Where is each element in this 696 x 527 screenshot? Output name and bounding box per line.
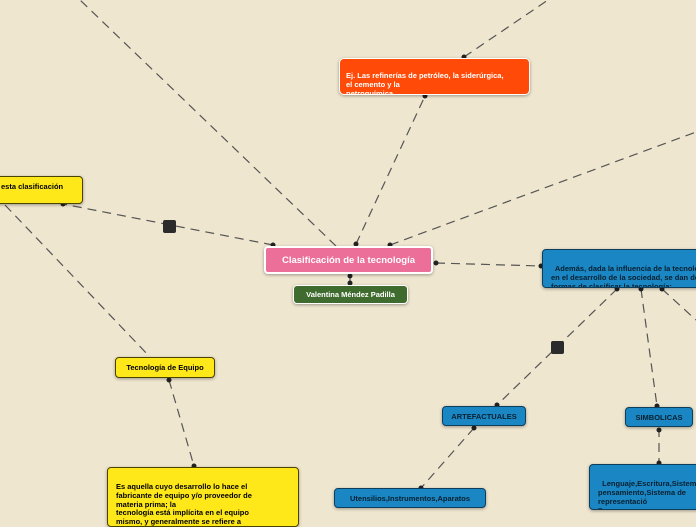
ademas-node[interactable]: Además, dada la influencia de la tecnolo… [542,249,696,288]
clasificacion-label: esta clasificación [1,182,64,191]
relationship-handle-left[interactable] [163,220,176,233]
connector-central-right [389,131,696,246]
utensilios-node[interactable]: Utensilios,Instrumentos,Aparatos [334,488,486,508]
utensilios-label: Utensilios,Instrumentos,Aparatos [349,493,471,503]
tecnologia-equipo-label: Tecnología de Equipo [126,363,204,372]
central-topic[interactable]: Clasificación de la tecnología [264,246,433,274]
artefactuales-node[interactable]: ARTEFACTUALES [442,406,526,426]
ademas-label: Además, dada la influencia de la tecnolo… [551,263,696,288]
connector-central-refinerias [355,95,426,245]
lenguaje-label: Lenguaje,Escritura,Sistemas de pensamien… [598,478,696,510]
connector-ademas-right [661,288,696,321]
refinerias-node[interactable]: Ej. Las refinerías de petróleo, la sider… [339,58,530,95]
connector-equipo-desc [168,379,195,467]
lenguaje-node[interactable]: Lenguaje,Escritura,Sistemas de pensamien… [589,464,696,510]
connector-ademas-simbolicas [640,288,658,407]
connector-central-ademas [435,262,542,267]
central-topic-label: Clasificación de la tecnología [281,254,416,266]
clasificacion-node[interactable]: esta clasificación [0,176,83,204]
simbolicas-node[interactable]: SIMBOLICAS [625,407,693,427]
tecnologia-equipo-node[interactable]: Tecnología de Equipo [115,357,215,378]
author-label: Valentina Méndez Padilla [306,290,395,299]
connector-artefactuales-utensilios [420,427,475,489]
equipo-desc-label: Es aquella cuyo desarrollo lo hace el fa… [116,481,252,527]
refinerias-label: Ej. Las refinerías de petróleo, la sider… [346,70,504,95]
connector-refinerias-topright [463,0,549,58]
author-node[interactable]: Valentina Méndez Padilla [293,285,408,304]
connector-clasificacion-equipo [4,204,151,358]
artefactuales-label: ARTEFACTUALES [451,411,517,421]
connector-central-topleft [79,0,337,247]
relationship-handle-right[interactable] [551,341,564,354]
equipo-desc-node[interactable]: Es aquella cuyo desarrollo lo hace el fa… [107,467,299,527]
simbolicas-label: SIMBOLICAS [635,412,683,422]
